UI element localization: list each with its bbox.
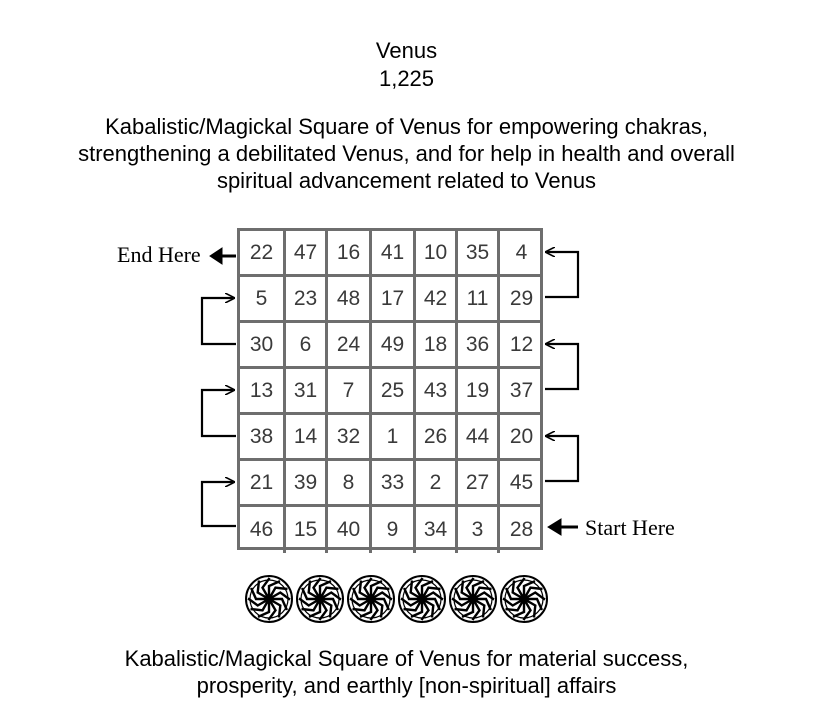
- grid-cell: 26: [416, 415, 458, 461]
- grid-cell: 3: [458, 507, 500, 553]
- grid-cell: 44: [458, 415, 500, 461]
- black-sun-wheel-icon: [296, 575, 344, 623]
- grid-cell: 32: [328, 415, 372, 461]
- top-caption-line: spiritual advancement related to Venus: [216, 168, 597, 193]
- start-here-label: Start Here: [585, 515, 675, 540]
- black-sun-wheel-icon: [449, 575, 497, 623]
- black-sun-wheel-icon: [500, 575, 548, 623]
- grid-cell: 36: [458, 323, 500, 369]
- grid-cell: 30: [240, 323, 286, 369]
- bottom-caption-line: Kabalistic/Magickal Square of Venus for …: [124, 646, 689, 671]
- top-caption: Kabalistic/Magickal Square of Venus for …: [0, 113, 813, 194]
- grid-cell: 23: [286, 277, 328, 323]
- number-value: 1,225: [378, 66, 435, 91]
- black-sun-wheel-icon: [347, 575, 395, 623]
- grid-cell: 45: [500, 461, 543, 507]
- end-arrow: [209, 247, 236, 265]
- bottom-caption-line: prosperity, and earthly [non-spiritual] …: [196, 673, 617, 698]
- black-sun-wheel-icon: [245, 575, 293, 623]
- grid-cell: 47: [286, 231, 328, 277]
- grid-cell: 22: [240, 231, 286, 277]
- grid-cell: 33: [372, 461, 416, 507]
- grid-cell: 37: [500, 369, 543, 415]
- grid-cell: 14: [286, 415, 328, 461]
- grid-cell: 4: [500, 231, 543, 277]
- grid-cell: 24: [328, 323, 372, 369]
- left-connector-arrow: [200, 482, 236, 528]
- grid-cell: 35: [458, 231, 500, 277]
- left-connector-arrow: [200, 298, 236, 346]
- grid-cell: 39: [286, 461, 328, 507]
- grid-cell: 42: [416, 277, 458, 323]
- grid-cell: 2: [416, 461, 458, 507]
- grid-cell: 48: [328, 277, 372, 323]
- grid-cell: 40: [328, 507, 372, 553]
- start-arrow: [547, 518, 578, 536]
- grid-cell: 19: [458, 369, 500, 415]
- grid-cell: 41: [372, 231, 416, 277]
- grid-cell: 11: [458, 277, 500, 323]
- grid-cell: 13: [240, 369, 286, 415]
- grid-cell: 18: [416, 323, 458, 369]
- title: Venus: [375, 38, 438, 63]
- grid-cell: 29: [500, 277, 543, 323]
- grid-cell: 10: [416, 231, 458, 277]
- left-connector-arrow: [200, 390, 236, 438]
- grid-cell: 8: [328, 461, 372, 507]
- grid-cell: 7: [328, 369, 372, 415]
- right-connector-arrow: [545, 252, 580, 299]
- grid-cell: 15: [286, 507, 328, 553]
- grid-cell: 9: [372, 507, 416, 553]
- grid-cell: 27: [458, 461, 500, 507]
- end-here-label: End Here: [117, 242, 201, 267]
- grid-cell: 12: [500, 323, 543, 369]
- right-connector-arrow: [545, 344, 580, 391]
- grid-cell: 17: [372, 277, 416, 323]
- grid-cell: 20: [500, 415, 543, 461]
- grid-cell: 31: [286, 369, 328, 415]
- top-caption-line: Kabalistic/Magickal Square of Venus for …: [105, 114, 708, 139]
- wheel-symbols-row: [244, 574, 554, 624]
- bottom-caption: Kabalistic/Magickal Square of Venus for …: [0, 645, 813, 699]
- grid-cell: 6: [286, 323, 328, 369]
- black-sun-wheel-icon: [398, 575, 446, 623]
- grid-cell: 5: [240, 277, 286, 323]
- grid-cell: 43: [416, 369, 458, 415]
- grid-cell: 34: [416, 507, 458, 553]
- grid-cell: 49: [372, 323, 416, 369]
- grid-cell: 25: [372, 369, 416, 415]
- right-connector-arrow: [545, 436, 580, 483]
- top-caption-line: strengthening a debilitated Venus, and f…: [78, 141, 735, 166]
- grid-cell: 46: [240, 507, 286, 553]
- grid-cell: 21: [240, 461, 286, 507]
- grid-cell: 38: [240, 415, 286, 461]
- grid-cell: 1: [372, 415, 416, 461]
- grid-cell: 28: [509, 518, 534, 541]
- grid-cell: 16: [328, 231, 372, 277]
